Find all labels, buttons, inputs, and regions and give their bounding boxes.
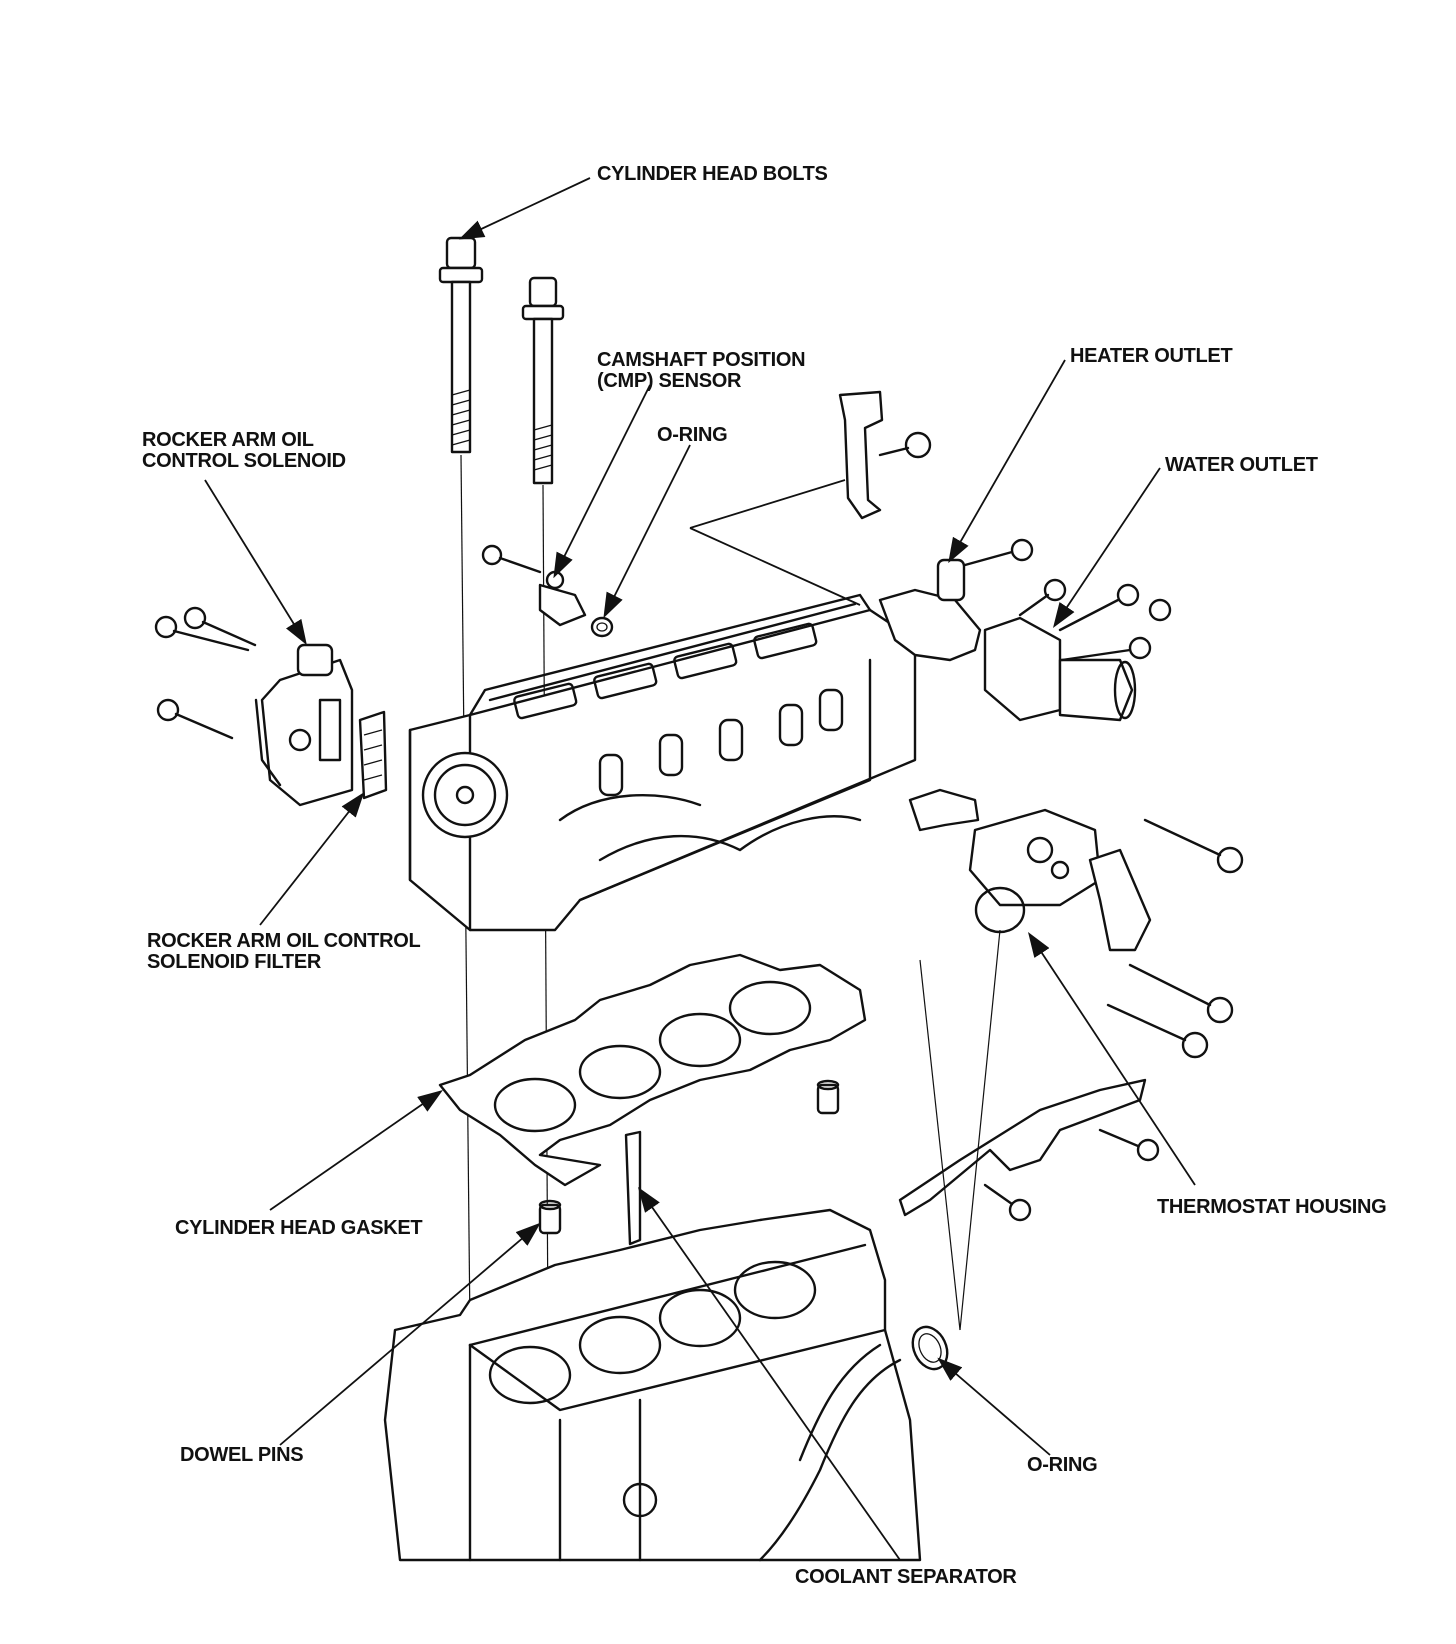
label-cmp-sensor: CAMSHAFT POSITION (CMP) SENSOR [597, 349, 806, 392]
label-thermostat-housing: THERMOSTAT HOUSING [1157, 1196, 1387, 1218]
label-cylinder-head-bolts: CYLINDER HEAD BOLTS [597, 163, 828, 185]
label-dowel-pins: DOWEL PINS [180, 1444, 304, 1466]
water-outlet [983, 578, 1172, 722]
label-rocker-arm-oil-control-solenoid: ROCKER ARM OIL CONTROL SOLENOID [142, 429, 346, 472]
label-cylinder-head-gasket: CYLINDER HEAD GASKET [175, 1217, 423, 1239]
cylinder-head-gasket [438, 953, 867, 1187]
solenoid-bolt-1 [154, 615, 250, 652]
solenoid-bolt-3 [156, 698, 234, 740]
leader-lines [204, 177, 1196, 1561]
thermostat-housing [968, 808, 1244, 1059]
heater-outlet [878, 538, 1034, 662]
label-heater-outlet: HEATER OUTLET [1070, 345, 1233, 367]
bracket [838, 390, 932, 520]
thermostat-bracket [908, 788, 980, 832]
engine-block [383, 1208, 922, 1562]
o-ring-cmp [590, 616, 614, 638]
dowel-pin-2 [816, 1079, 840, 1115]
rocker-arm-oil-control-solenoid [254, 643, 354, 807]
camshaft-position-sensor [538, 570, 587, 627]
label-o-ring-bottom: O-RING [1027, 1454, 1098, 1476]
label-coolant-separator: COOLANT SEPARATOR [795, 1566, 1017, 1588]
cylinder-head-bolt-1 [438, 236, 484, 454]
water-pipe-bracket [898, 1078, 1160, 1222]
rocker-arm-oil-control-solenoid-filter [358, 710, 388, 800]
label-o-ring-top: O-RING [657, 424, 728, 446]
label-water-outlet: WATER OUTLET [1165, 454, 1318, 476]
coolant-separator [624, 1130, 642, 1246]
dowel-pin-1 [538, 1199, 562, 1235]
cylinder-head-bolt-2 [521, 276, 565, 485]
label-rocker-arm-oil-control-solenoid-filter: ROCKER ARM OIL CONTROL SOLENOID FILTER [147, 930, 421, 973]
cylinder-head [408, 593, 917, 932]
solenoid-bolt-2 [183, 606, 257, 647]
cmp-sensor-bolt [481, 544, 542, 574]
